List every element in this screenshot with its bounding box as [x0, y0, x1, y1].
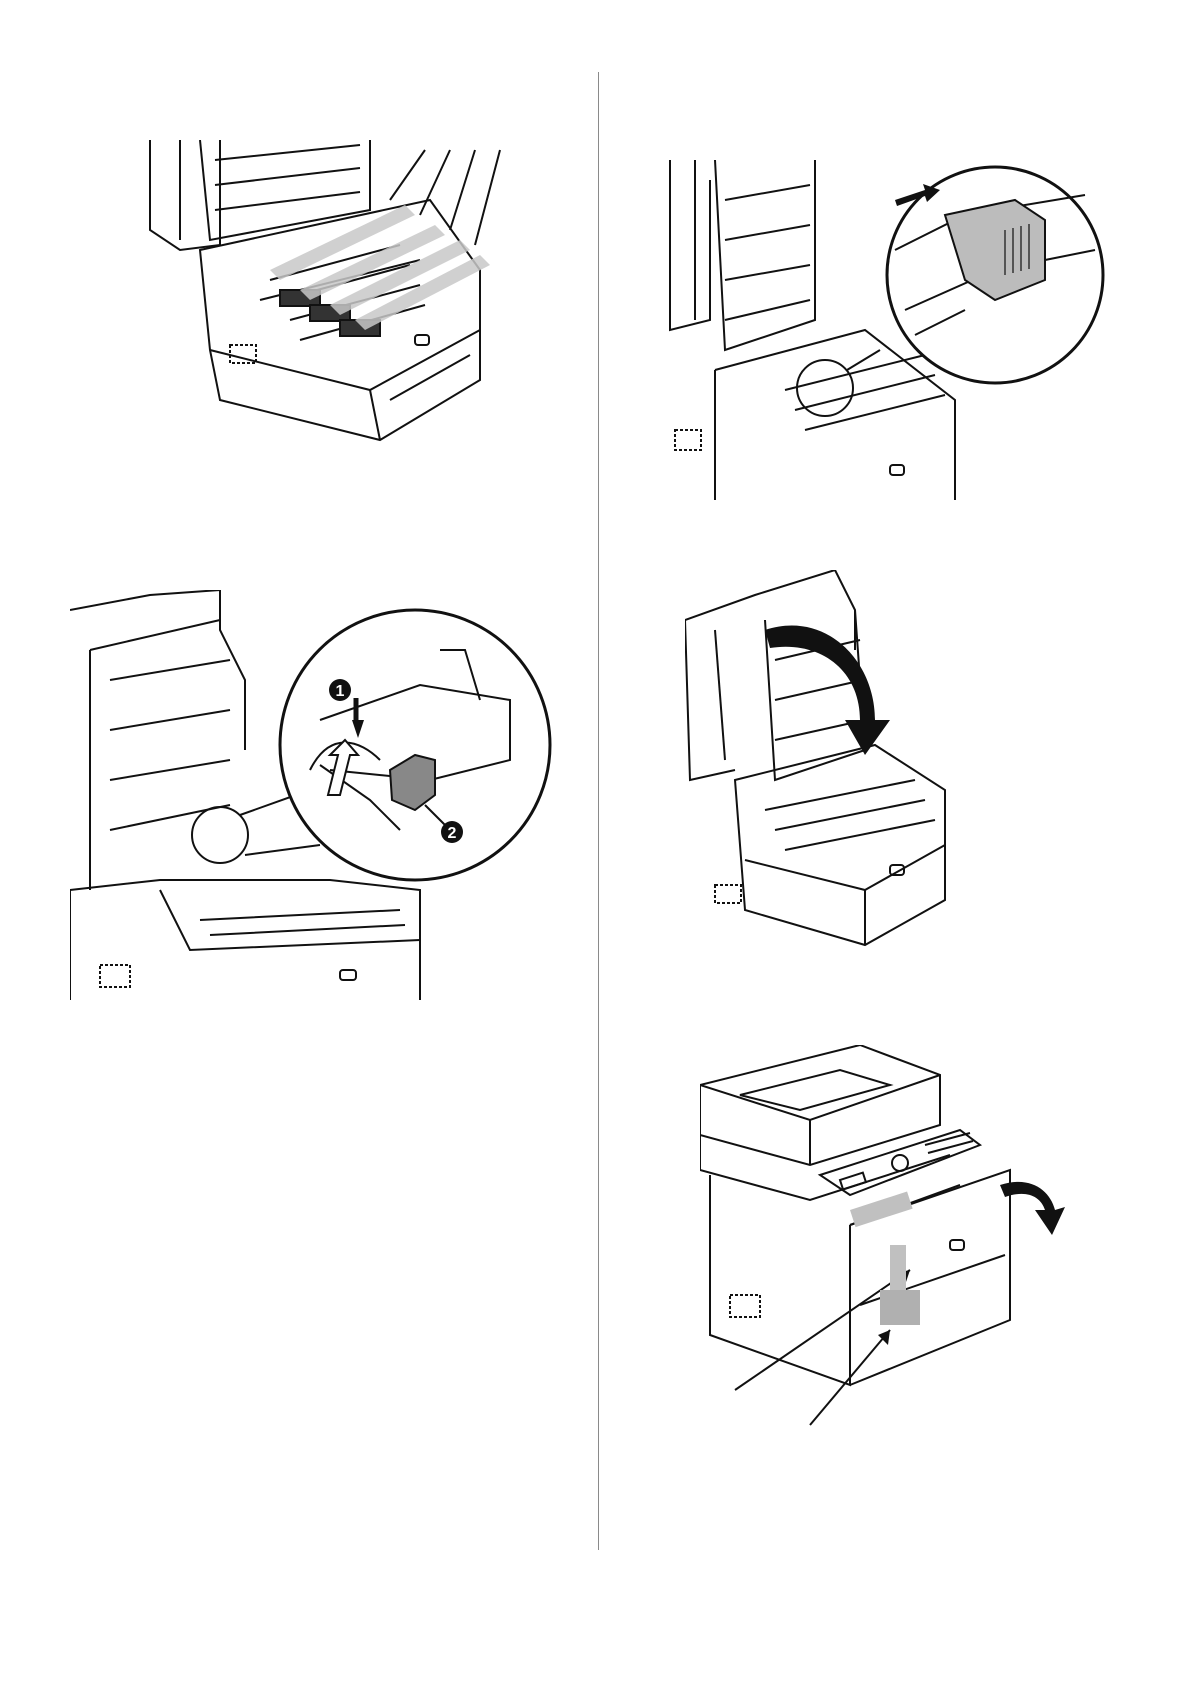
callout-2-label: 2	[448, 825, 457, 842]
figure-remove-tape	[700, 1045, 1090, 1445]
toner-lever-illustration	[665, 160, 1135, 500]
packing-clip-illustration: 1 2	[70, 590, 580, 1090]
figure-close-cover	[685, 570, 1025, 970]
callout-1-label: 1	[336, 683, 345, 700]
printer-open-sheets-illustration	[140, 140, 530, 480]
column-divider	[598, 72, 599, 1550]
close-cover-illustration	[685, 570, 1025, 970]
figure-remove-protective-sheets	[140, 140, 530, 480]
figure-remove-packing-clip: 1 2	[70, 590, 580, 1090]
remove-tape-illustration	[700, 1045, 1090, 1445]
figure-remove-toner-lock	[665, 160, 1135, 500]
